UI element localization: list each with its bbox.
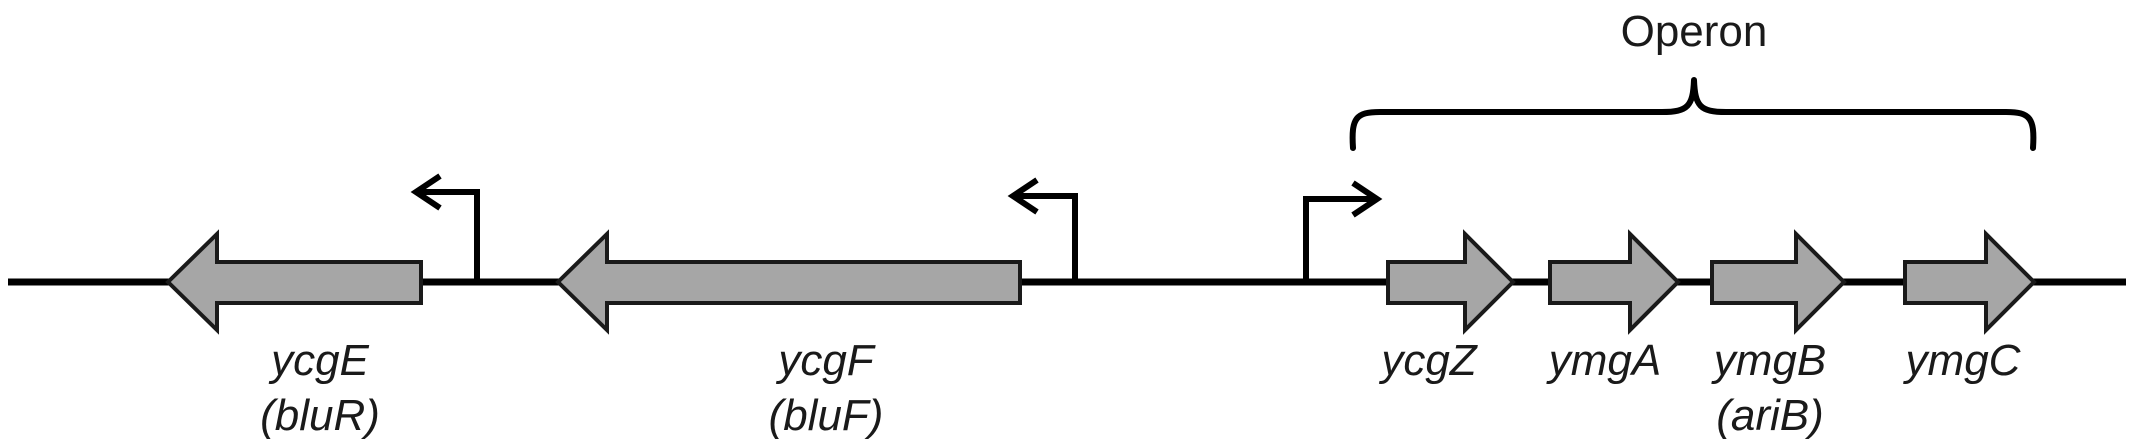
gene-alias-ycgf: (bluF) (769, 391, 884, 440)
operon-brace (1349, 77, 2037, 151)
gene-arrow-ycgf (555, 229, 1022, 335)
gene-arrow-ymgc (1903, 229, 2037, 335)
gene-arrow-ymgb (1710, 229, 1847, 335)
gene-label-ycge: ycgE (268, 336, 369, 385)
gene-label-ycgf: ycgF (775, 336, 875, 385)
gene-arrow-ycgz (1386, 229, 1516, 335)
operon-label: Operon (1621, 7, 1768, 56)
gene-alias-ymgb: (ariB) (1716, 391, 1824, 440)
promoter-arrow-operon (1303, 180, 1383, 282)
gene-label-ycgz: ycgZ (1378, 336, 1478, 385)
gene-label-ymga: ymgA (1546, 336, 1661, 385)
gene-label-ymgb: ymgB (1711, 336, 1826, 385)
promoter-arrow-ycge (410, 173, 480, 282)
gene-arrow-ymga (1548, 229, 1681, 335)
gene-arrow-ycge (165, 229, 423, 335)
promoter-arrow-ycgf (1007, 177, 1078, 282)
gene-alias-ycge: (bluR) (260, 391, 380, 440)
gene-label-ymgc: ymgC (1903, 336, 2022, 385)
